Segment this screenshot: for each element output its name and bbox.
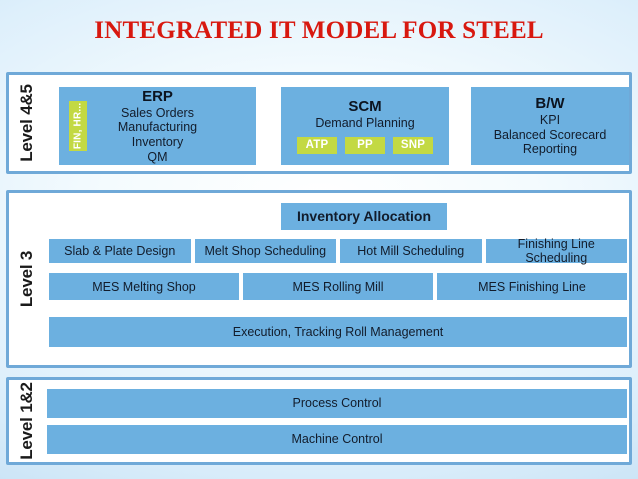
snp-tag[interactable]: SNP: [393, 137, 433, 155]
scm-box[interactable]: SCM Demand Planning ATP PP SNP: [281, 87, 449, 165]
erp-line-4: QM: [147, 149, 168, 164]
bw-heading: B/W: [535, 94, 565, 112]
scheduling-row: Slab & Plate Design Melt Shop Scheduling…: [49, 237, 627, 265]
hot-mill-scheduling-box[interactable]: Hot Mill Scheduling: [340, 239, 482, 263]
execution-tracking-roll-management-bar[interactable]: Execution, Tracking Roll Management: [49, 317, 627, 347]
level-label-4-5: Level 4&5: [9, 75, 45, 171]
mes-row: MES Melting Shop MES Rolling Mill MES Fi…: [49, 273, 627, 300]
machine-control-bar[interactable]: Machine Control: [47, 425, 627, 454]
scm-heading: SCM: [348, 97, 382, 115]
bw-line-3: Reporting: [522, 142, 578, 157]
level-label-4-5-text: Level 4&5: [17, 84, 36, 162]
erp-box[interactable]: FIN, HR... ERP Sales Orders Manufacturin…: [59, 87, 256, 165]
bw-line-2: Balanced Scorecard: [493, 127, 607, 142]
fin-hr-tag[interactable]: FIN, HR...: [69, 101, 87, 151]
scm-line-1: Demand Planning: [315, 115, 415, 130]
fin-hr-tag-label: FIN, HR...: [72, 102, 84, 150]
level-label-1-2: Level 1&2: [9, 380, 45, 462]
bw-box[interactable]: B/W KPI Balanced Scorecard Reporting: [471, 87, 629, 165]
page-title: INTEGRATED IT MODEL FOR STEEL: [94, 17, 544, 44]
mes-rolling-mill-box[interactable]: MES Rolling Mill: [243, 273, 433, 300]
level-label-3-text: Level 3: [17, 250, 36, 308]
scm-tag-row: ATP PP SNP: [297, 137, 433, 155]
mes-melting-shop-box[interactable]: MES Melting Shop: [49, 273, 239, 300]
erp-line-1: Sales Orders: [121, 105, 194, 120]
panel-level-1-2: Level 1&2 Process Control Machine Contro…: [6, 377, 632, 465]
process-control-bar[interactable]: Process Control: [47, 389, 627, 418]
melt-shop-scheduling-box[interactable]: Melt Shop Scheduling: [194, 239, 336, 263]
slab-plate-design-box[interactable]: Slab & Plate Design: [49, 239, 191, 263]
finishing-line-scheduling-box[interactable]: Finishing Line Scheduling: [485, 237, 627, 265]
bw-line-1: KPI: [539, 112, 561, 127]
level-label-3: Level 3: [9, 193, 45, 365]
erp-line-3: Inventory: [131, 135, 184, 149]
panel-level-4-5: Level 4&5 FIN, HR... ERP Sales Orders Ma…: [6, 72, 632, 174]
erp-line-2: Manufacturing: [117, 120, 198, 135]
level-label-1-2-text: Level 1&2: [17, 382, 36, 460]
erp-heading: ERP: [142, 87, 173, 105]
atp-tag[interactable]: ATP: [297, 137, 337, 155]
mes-finishing-line-box[interactable]: MES Finishing Line: [437, 273, 627, 300]
inventory-allocation-box[interactable]: Inventory Allocation: [281, 203, 447, 230]
pp-tag[interactable]: PP: [345, 137, 385, 155]
panel-level-3: Level 3 Inventory Allocation Slab & Plat…: [6, 190, 632, 368]
